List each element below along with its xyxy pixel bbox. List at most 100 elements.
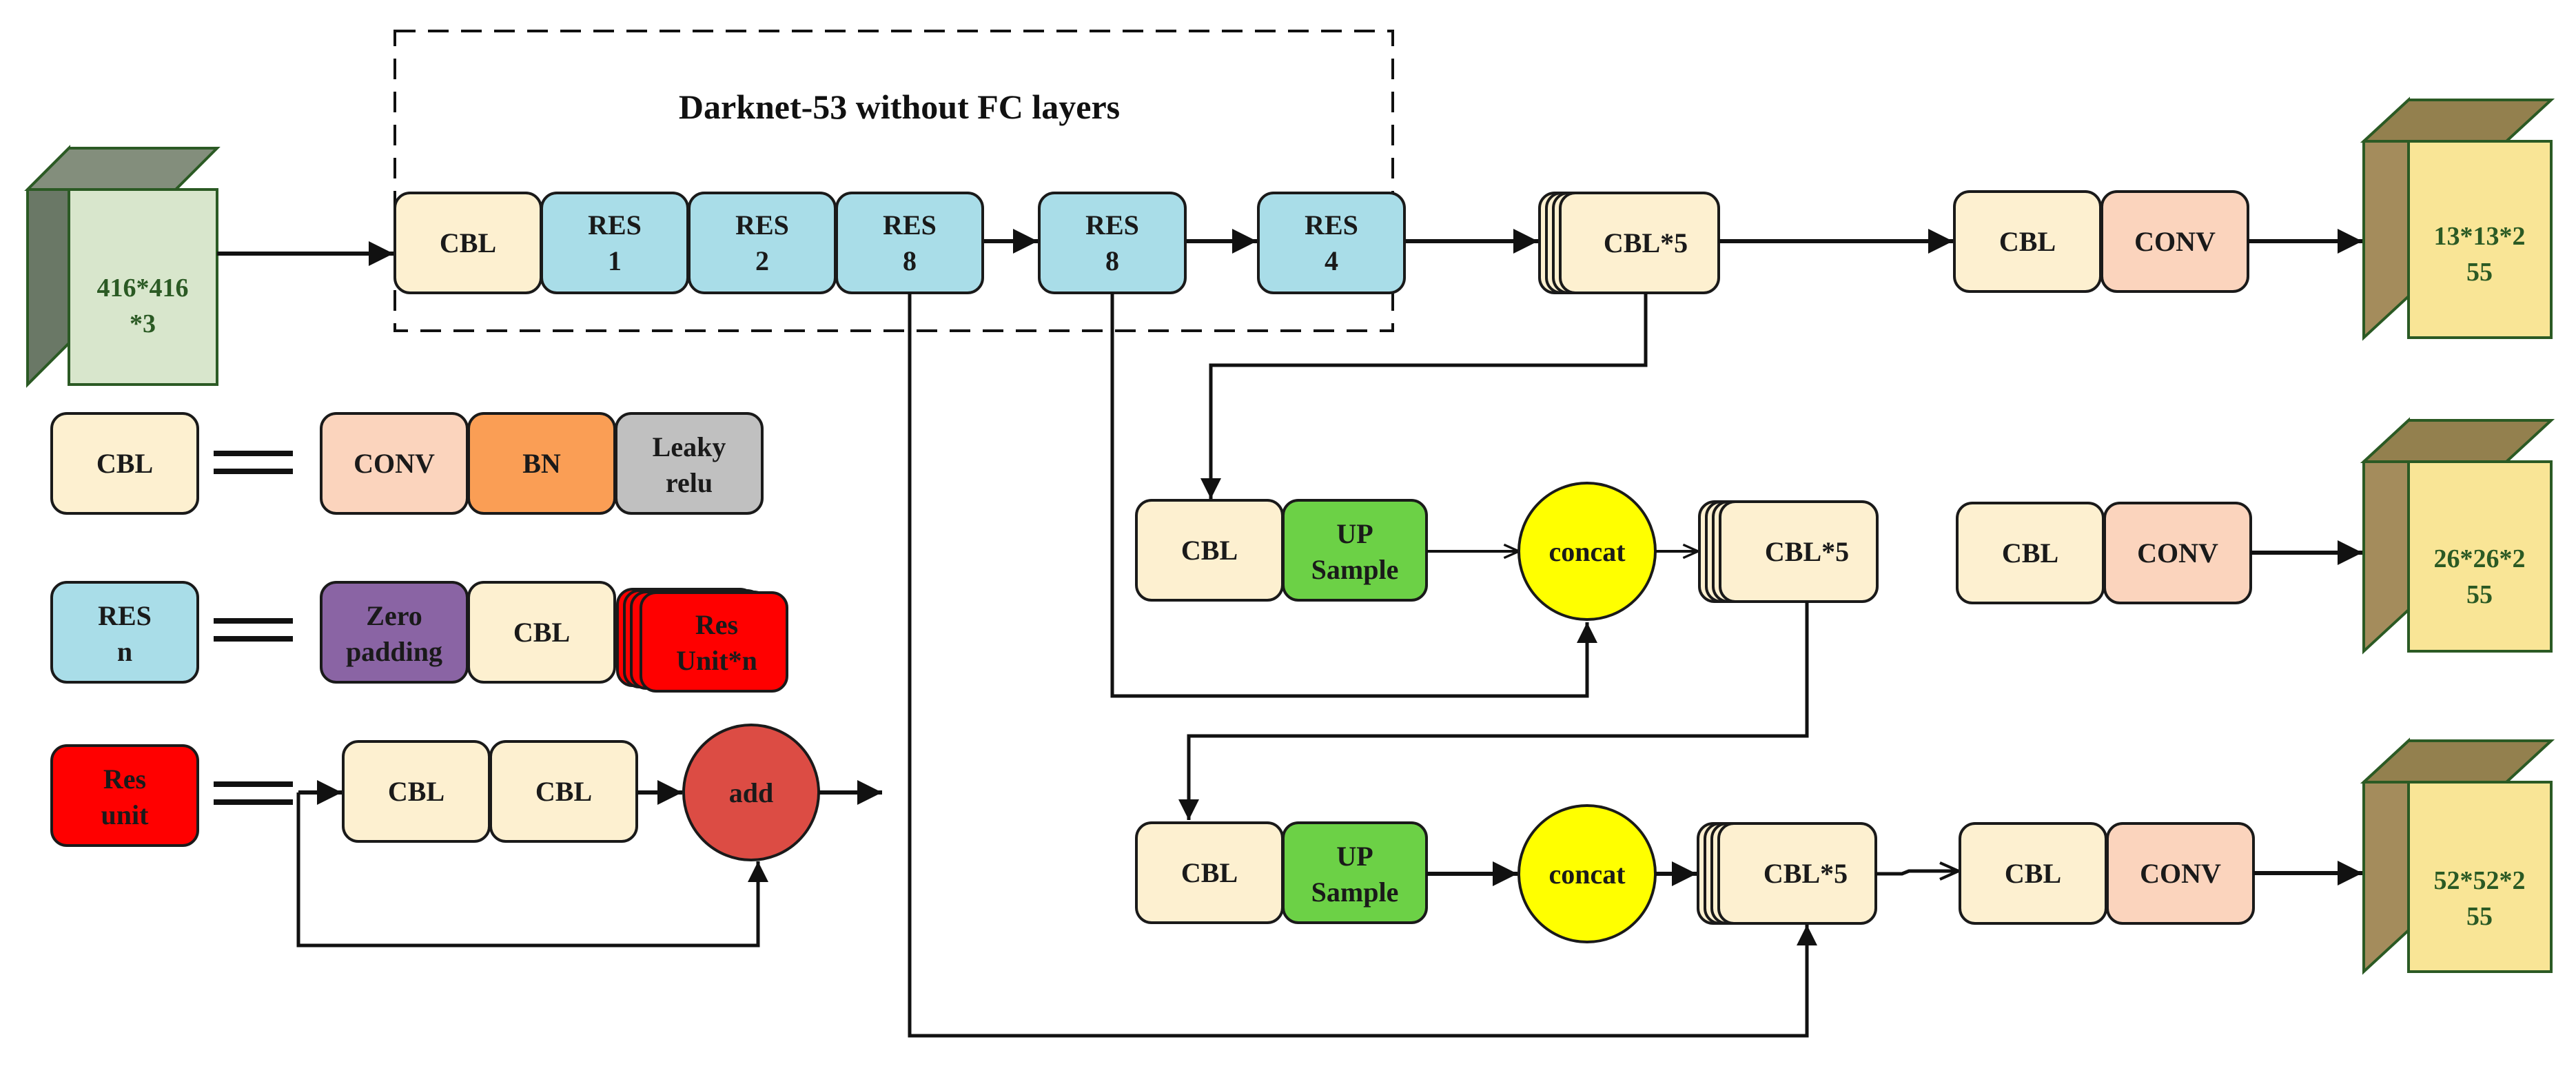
output-3-line2: 55 [2466,902,2493,931]
legend-res-equals-top [214,618,293,624]
bot-upsample-line1: UP [1336,841,1373,872]
legend-zero-padding-box [320,581,469,684]
connector-res8b-to-mid-concat [1110,293,1597,698]
mid-upsample-line2: Sample [1311,554,1399,585]
backbone-res8a: RES 8 [835,192,984,294]
connector-cbl5-top-to-cbl-mid [1200,293,1648,499]
backbone-res4: RES 4 [1257,192,1406,294]
cbl5-bot: CBL*5 [1697,822,1877,925]
legend-cbl: CBL CONV BN Leaky relu [50,412,764,515]
backbone-res4-box [1257,192,1406,294]
mid-cbl: CBL [1135,499,1284,602]
legend-resunit-name-box [50,744,199,847]
output-cube-2-front [2407,460,2553,653]
legend-bn-label: BN [522,448,561,479]
cbl5-mid-box [1719,500,1879,603]
legend-leaky-line2: relu [666,467,713,498]
bot-concat-label: concat [1548,859,1626,890]
connector-cbl5-mid-to-cbl-bot [1178,602,1809,820]
input-size-line2: *3 [130,309,156,338]
legend-resunit-line2: Unit*n [676,645,757,676]
backbone-res8b: RES 8 [1038,192,1187,294]
head3: CBL CONV [1959,822,2255,925]
legend-resunit-equals-top [214,781,293,787]
legend-resunit: Res unit CBL CBL add [50,724,882,948]
head2-cbl-label: CBL [2002,538,2058,569]
legend-resunit-line1: Res [695,609,738,640]
mid-cbl-label: CBL [1181,535,1238,566]
backbone-res2-box [688,192,837,294]
bot-cbl: CBL [1135,821,1284,924]
legend-resunit-skip-connector [296,792,768,948]
head3-cbl-label: CBL [2005,858,2061,889]
backbone-res2-line1: RES [735,209,789,240]
output-cube-3: 52*52*2 55 [2360,737,2555,975]
connector-res8a-to-cbl5-bot [908,293,1817,1038]
mid-upsample: UP Sample [1282,499,1428,602]
cbl5-top: CBL*5 [1538,192,1720,294]
output-2-line1: 26*26*2 [2434,544,2526,573]
output-cube-1: 13*13*2 55 [2360,96,2555,341]
legend-resunit-equals-bottom [214,799,293,805]
backbone-res4-line2: 4 [1325,245,1338,276]
legend-res-line2: n [117,636,132,667]
backbone-res1: RES 1 [540,192,689,294]
bot-upsample: UP Sample [1282,821,1428,924]
cbl5-mid: CBL*5 [1698,500,1879,603]
legend-res: RES n Zero padding CBL Res Unit*n [50,581,788,693]
head1: CBL CONV [1953,190,2249,293]
bot-cbl-label: CBL [1181,857,1238,888]
legend-res-equals-bottom [214,636,293,642]
legend-cbl-label: CBL [96,448,153,479]
bot-concat: concat [1517,804,1657,943]
cbl5-top-label: CBL*5 [1604,227,1688,258]
output-cube-2: 26*26*2 55 [2360,417,2555,655]
backbone-res2: RES 2 [688,192,837,294]
legend-add-label: add [729,777,774,808]
input-cube-front [68,188,218,386]
legend-leaky-box [615,412,764,515]
darknet-frame [393,30,1394,332]
legend-cbl-equals-bottom [214,469,293,474]
output-cube-2-top [2360,419,2555,463]
output-3-line1: 52*52*2 [2434,866,2526,895]
legend-res-box [50,581,199,684]
legend-resunit-name-line2: unit [101,799,150,830]
output-2-line2: 55 [2466,580,2493,609]
backbone-res8b-box [1038,192,1187,294]
cbl5-bot-label: CBL*5 [1764,858,1848,889]
mid-upsample-line1: UP [1336,518,1373,549]
legend-res-line1: RES [98,600,152,631]
mid-concat: concat [1517,482,1657,621]
output-1-line1: 13*13*2 [2434,222,2526,251]
input-cube-top [24,147,221,191]
legend-zero-line2: padding [346,636,442,667]
head2: CBL CONV [1956,502,2252,604]
legend-resunit-cbl2-label: CBL [535,776,592,807]
legend-resunit-box [640,591,788,693]
head2-conv-label: CONV [2137,538,2218,569]
darknet-title: Darknet-53 without FC layers [679,88,1120,126]
head1-cbl-label: CBL [1999,226,2056,257]
backbone-cbl-label: CBL [440,227,496,258]
backbone-res8b-line2: 8 [1105,245,1119,276]
bot-upsample-line2: Sample [1311,877,1399,908]
output-1-line2: 55 [2466,258,2493,287]
mid-concat-label: concat [1548,536,1626,567]
backbone-res1-box [540,192,689,294]
legend-res-cbl-box [467,581,616,684]
legend-resunit-name-line1: Res [103,764,146,795]
output-cube-1-front [2407,140,2553,339]
head3-conv-label: CONV [2140,858,2221,889]
head1-conv-label: CONV [2134,226,2216,257]
legend-cbl-box [50,412,199,515]
backbone-res4-line1: RES [1305,209,1358,240]
legend-conv-label: CONV [354,448,435,479]
legend-res-cbl-label: CBL [513,617,570,648]
backbone-res1-line1: RES [588,209,642,240]
input-size-line1: 416*416 [97,274,189,303]
backbone-cbl: CBL [393,192,542,294]
backbone-res2-line2: 2 [755,245,769,276]
arrow-cbl5-bot-to-head3 [1876,871,1959,874]
backbone-res8a-box [835,192,984,294]
